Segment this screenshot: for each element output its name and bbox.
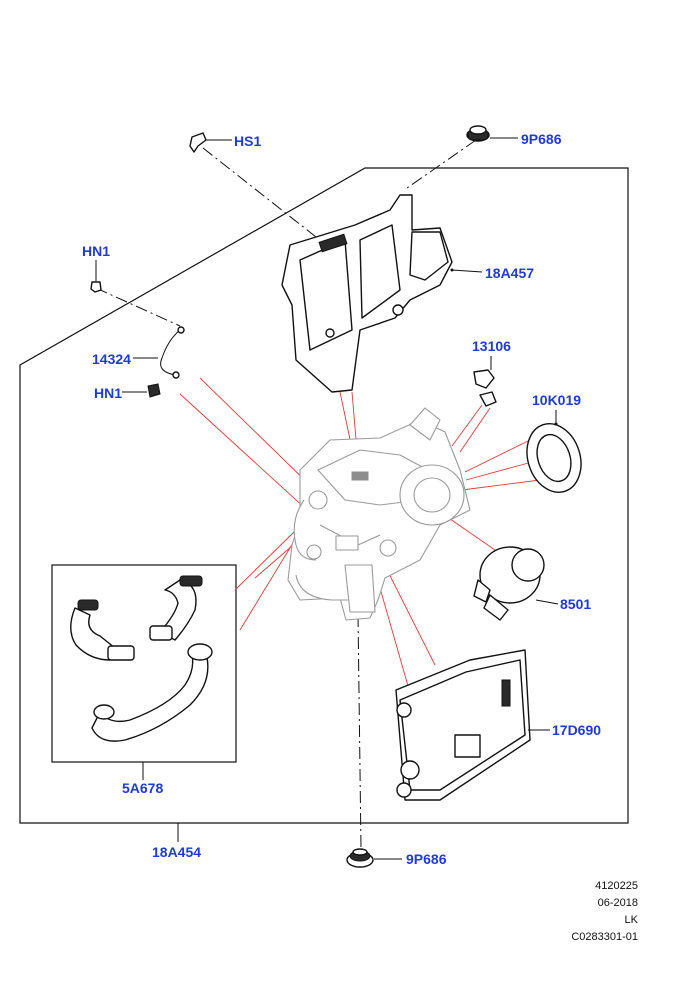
callout-8501: 8501 xyxy=(560,596,591,612)
hn1-mid-fastener-part xyxy=(122,383,161,398)
charger-17d690-part xyxy=(395,649,550,801)
callout-17d690: 17D690 xyxy=(552,722,601,738)
bracket-18a457-part xyxy=(281,194,483,393)
reference-block: 4120225 06-2018 LK C0283301-01 xyxy=(571,878,638,946)
grommet-bottom-part xyxy=(346,848,402,868)
hoses-5a678-part xyxy=(70,575,213,780)
wire-14324-part xyxy=(133,326,185,379)
hs1-clip-part xyxy=(189,132,232,153)
callout-9p686-top: 9P686 xyxy=(521,131,562,147)
reference-code: 4120225 xyxy=(595,880,638,892)
reference-date: 06-2018 xyxy=(597,897,638,909)
assembly-line-hs1 xyxy=(202,147,331,249)
callout-hs1: HS1 xyxy=(234,133,261,149)
callout-5a678: 5A678 xyxy=(122,780,163,796)
hn1-top-fastener-part xyxy=(90,260,102,293)
hose-inset-box xyxy=(51,564,237,763)
callout-9p686-bottom: 9P686 xyxy=(406,851,447,867)
reference-initials: LK xyxy=(624,914,638,926)
assembly-line-9p686-bottom xyxy=(357,614,362,849)
callout-14324: 14324 xyxy=(92,351,131,367)
pump-8501-part xyxy=(473,546,559,621)
assembly-outline-18a454 xyxy=(19,167,629,824)
reference-doc-id: C0283301-01 xyxy=(571,931,638,943)
assembly-line-9p686-top xyxy=(406,139,477,189)
callout-13106: 13106 xyxy=(472,338,511,354)
ghost-assembly-illustration xyxy=(287,407,471,621)
assembly-line-hn1-top xyxy=(95,287,181,327)
grommet-top-part xyxy=(466,125,518,142)
callout-18a457: 18A457 xyxy=(485,265,534,281)
callout-hn1-mid: HN1 xyxy=(94,385,122,401)
callout-10k019: 10K019 xyxy=(532,392,581,408)
ring-10k019-part xyxy=(526,410,582,493)
callout-hn1-top: HN1 xyxy=(82,243,110,259)
callout-18a454: 18A454 xyxy=(152,844,201,860)
sensor-13106-part xyxy=(473,356,497,407)
